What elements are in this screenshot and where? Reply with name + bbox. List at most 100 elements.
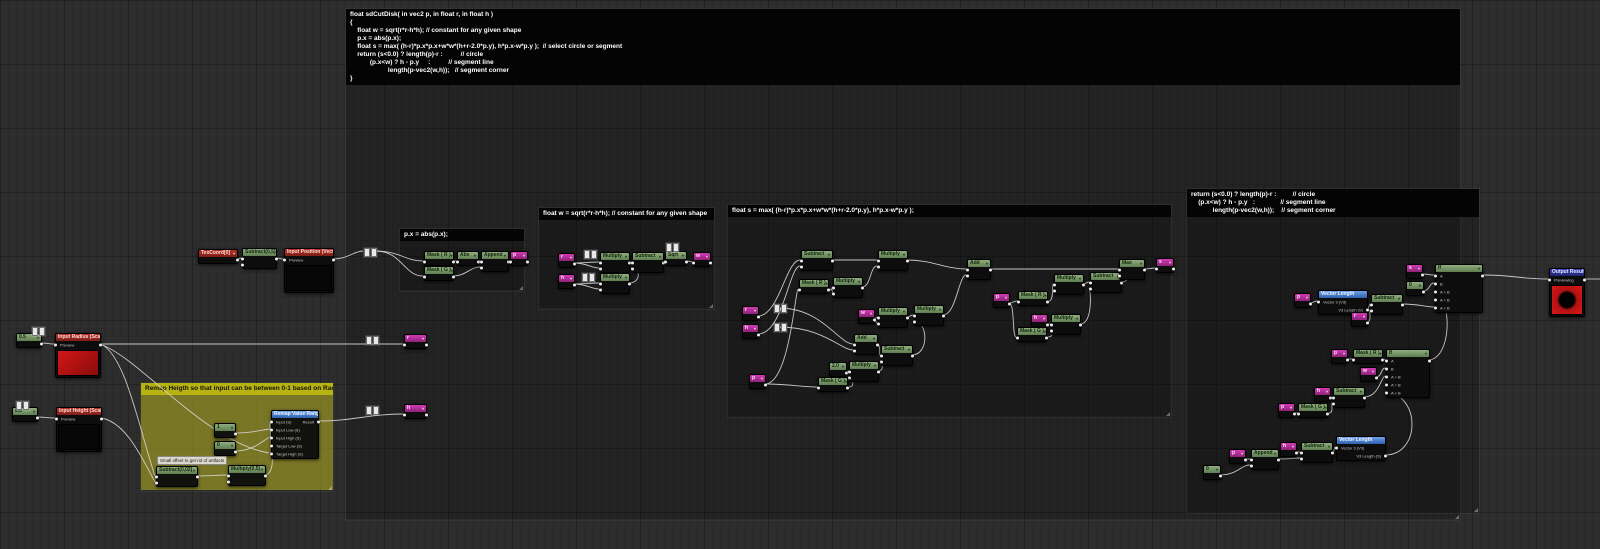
- output-pin[interactable]: [332, 258, 335, 262]
- chevron-down-icon[interactable]: ▾: [985, 261, 988, 266]
- add-node[interactable]: Add▾: [853, 334, 879, 355]
- input-pin[interactable]: [1434, 274, 1437, 278]
- constant-node[interactable]: 1▾: [214, 423, 237, 438]
- subtract-node[interactable]: Subtract▾: [1089, 272, 1123, 293]
- chevron-down-icon[interactable]: ▾: [1289, 405, 1292, 410]
- output-pin[interactable]: [1401, 303, 1404, 307]
- output-pin[interactable]: [845, 371, 848, 375]
- chevron-down-icon[interactable]: ▾: [1044, 293, 1047, 298]
- output-pin[interactable]: [1421, 273, 1424, 277]
- output-pin[interactable]: [1008, 302, 1011, 306]
- comment-resize-handle[interactable]: [1166, 412, 1170, 416]
- input-pin[interactable]: [1385, 375, 1388, 379]
- input-pin[interactable]: [1317, 300, 1320, 304]
- chevron-down-icon[interactable]: ▾: [857, 279, 860, 284]
- chevron-down-icon[interactable]: ▾: [32, 409, 35, 414]
- append-node[interactable]: Append▾: [480, 251, 510, 272]
- reroute-bubble-icon[interactable]: [583, 249, 598, 260]
- input-pin[interactable]: [1434, 298, 1437, 302]
- constant-node[interactable]: 2.0▾: [829, 362, 848, 377]
- input-pin[interactable]: [423, 275, 426, 279]
- input-pin[interactable]: [966, 274, 969, 278]
- input-pin[interactable]: [480, 266, 483, 270]
- chevron-down-icon[interactable]: ▾: [421, 406, 424, 411]
- comment-resize-handle[interactable]: [1455, 515, 1459, 519]
- output-pin[interactable]: [573, 262, 576, 266]
- named-reroute-w-usage[interactable]: w▾: [858, 309, 876, 324]
- chevron-down-icon[interactable]: ▾: [1305, 295, 1308, 300]
- output-pin[interactable]: [757, 315, 760, 319]
- input-pin[interactable]: [155, 481, 158, 485]
- mask-r-node[interactable]: Mask ( R )▾: [798, 279, 830, 294]
- reroute-bubble-icon[interactable]: [363, 247, 378, 258]
- multiply-node[interactable]: Multiply▾: [848, 361, 880, 382]
- input-pin[interactable]: [1434, 282, 1437, 286]
- output-pin[interactable]: [1219, 474, 1222, 478]
- chevron-down-icon[interactable]: ▾: [869, 311, 872, 316]
- output-pin[interactable]: [1120, 281, 1123, 285]
- output-pin[interactable]: [876, 343, 879, 347]
- output-pin[interactable]: [1428, 359, 1431, 363]
- output-pin[interactable]: [317, 420, 320, 424]
- input-radius-node[interactable]: Input Radius (Scalar)▾Preview: [54, 333, 102, 378]
- mask-r-node[interactable]: Mask ( R )▾: [1352, 349, 1384, 364]
- named-reroute-p-usage[interactable]: p▾: [1229, 449, 1247, 464]
- chevron-down-icon[interactable]: ▾: [1342, 351, 1345, 356]
- output-pin[interactable]: [942, 314, 945, 318]
- chevron-down-icon[interactable]: ▾: [450, 268, 453, 273]
- chevron-down-icon[interactable]: ▾: [1004, 295, 1007, 300]
- output-pin[interactable]: [234, 450, 237, 454]
- input-pin[interactable]: [853, 343, 856, 347]
- subtract-node[interactable]: Subtract▾: [880, 345, 914, 366]
- named-reroute-h-usage[interactable]: h▾: [742, 324, 760, 339]
- constant-node[interactable]: 0▾: [1406, 281, 1425, 296]
- input-pin[interactable]: [1050, 329, 1053, 333]
- output-pin[interactable]: [662, 261, 665, 265]
- input-pin[interactable]: [1352, 358, 1355, 362]
- input-pin[interactable]: [880, 354, 883, 358]
- chevron-down-icon[interactable]: ▾: [569, 255, 572, 260]
- input-pin[interactable]: [1370, 303, 1373, 307]
- input-pin[interactable]: [631, 261, 634, 265]
- input-pin[interactable]: [1335, 446, 1338, 450]
- chevron-down-icon[interactable]: ▾: [1078, 276, 1081, 281]
- input-pin[interactable]: [877, 322, 880, 326]
- multiply-node[interactable]: Multiply▾: [599, 273, 631, 294]
- input-pin[interactable]: [1300, 457, 1303, 461]
- input-pin[interactable]: [599, 288, 602, 292]
- output-pin[interactable]: [1143, 268, 1146, 272]
- chevron-down-icon[interactable]: ▾: [1327, 444, 1330, 449]
- named-reroute-r-declaration[interactable]: r▾: [403, 334, 428, 349]
- input-pin[interactable]: [1385, 383, 1388, 387]
- output-pin[interactable]: [36, 416, 39, 420]
- input-pin[interactable]: [480, 260, 483, 264]
- mask-r-node[interactable]: Mask ( R )▾: [1017, 291, 1049, 306]
- input-pin[interactable]: [403, 343, 406, 347]
- output-pin[interactable]: [264, 474, 267, 478]
- input-pin[interactable]: [1053, 283, 1056, 287]
- chevron-down-icon[interactable]: ▾: [36, 335, 39, 340]
- input-pin[interactable]: [848, 370, 851, 374]
- output-pin[interactable]: [827, 288, 830, 292]
- chevron-down-icon[interactable]: ▾: [473, 253, 476, 258]
- comment-s[interactable]: float s = max( (h-r)*p.x*p.x+w*w*(h+r-2.…: [727, 204, 1172, 418]
- input-pin[interactable]: [1118, 268, 1121, 272]
- output-pin[interactable]: [40, 342, 43, 346]
- input-pin[interactable]: [832, 286, 835, 290]
- multiply-node[interactable]: Multiply(0,5)▾: [227, 465, 267, 486]
- output-pin[interactable]: [425, 343, 428, 347]
- input-pin[interactable]: [1370, 309, 1373, 313]
- input-pin[interactable]: [800, 265, 803, 269]
- input-pin[interactable]: [664, 260, 667, 264]
- input-pin[interactable]: [509, 260, 512, 264]
- subtract-node[interactable]: Subtract▾: [1300, 442, 1334, 463]
- output-pin[interactable]: [764, 383, 767, 387]
- output-pin[interactable]: [1363, 396, 1366, 400]
- output-pin[interactable]: [1244, 458, 1247, 462]
- chevron-down-icon[interactable]: ▾: [1273, 451, 1276, 456]
- chevron-down-icon[interactable]: ▾: [872, 336, 875, 341]
- chevron-down-icon[interactable]: ▾: [569, 276, 572, 281]
- chevron-down-icon[interactable]: ▾: [230, 443, 233, 448]
